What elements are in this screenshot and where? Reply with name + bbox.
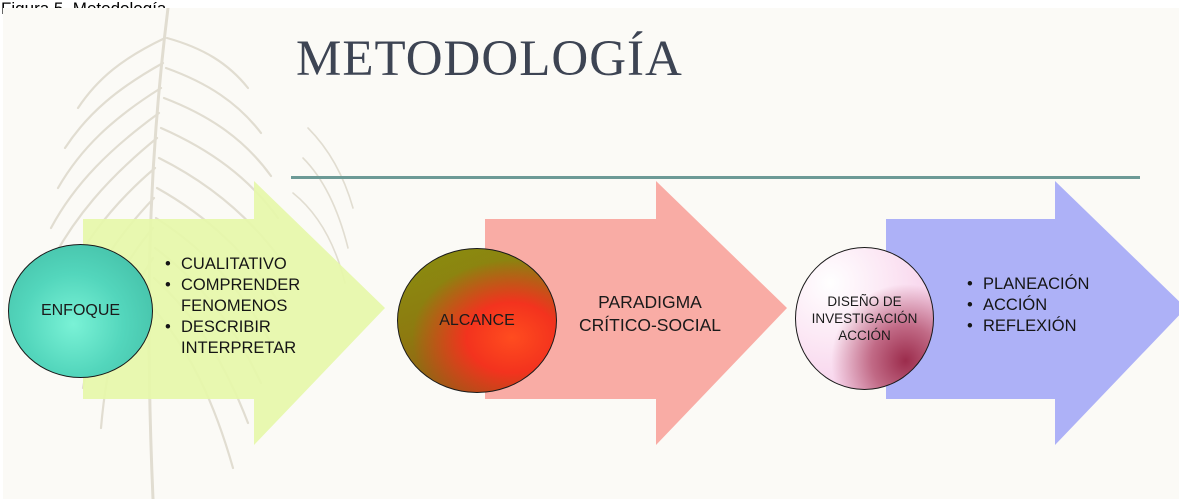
stage-2-arrow — [485, 181, 787, 445]
slide-title: METODOLOGÍA — [296, 31, 683, 87]
stage-3-item: ACCIÓN — [967, 295, 1117, 316]
title-underline — [291, 176, 1140, 179]
stage-1-circle: ENFOQUE — [8, 244, 153, 378]
stage-2-circle: ALCANCE — [397, 248, 557, 393]
stage-1-item: DESCRIBIR INTERPRETAR — [165, 317, 315, 359]
stage-3-circle: DISEÑO DE INVESTIGACIÓN ACCIÓN — [795, 247, 934, 390]
stage-1-list: CUALITATIVO COMPRENDER FENOMENOS DESCRIB… — [165, 254, 315, 359]
stage-1-label: ENFOQUE — [40, 302, 121, 319]
stage-3-item: PLANEACIÓN — [967, 274, 1117, 295]
stage-1-item: CUALITATIVO — [165, 254, 315, 275]
stage-1-item: COMPRENDER FENOMENOS — [165, 275, 315, 317]
stage-arrows — [83, 181, 1179, 445]
slide: METODOLOGÍA ENFOQUE CUALITATIVO COMPREND… — [3, 8, 1179, 499]
stage-2-label: ALCANCE — [439, 311, 515, 329]
stage-3-item: REFLEXIÓN — [967, 316, 1117, 337]
stage-2-text: PARADIGMA CRÍTICO-SOCIAL — [579, 292, 721, 335]
stage-3-label: DISEÑO DE INVESTIGACIÓN ACCIÓN — [811, 294, 918, 343]
stage-3-list: PLANEACIÓN ACCIÓN REFLEXIÓN — [967, 274, 1117, 337]
